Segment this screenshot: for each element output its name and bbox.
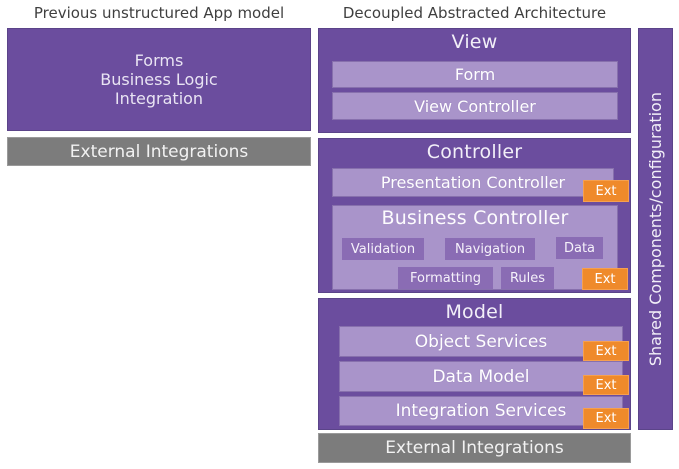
controller-section-header: Controller xyxy=(426,141,523,163)
data-model-row: Data Model xyxy=(339,361,623,392)
controller-section: Controller Presentation Controller Ext B… xyxy=(318,138,631,293)
legacy-app-line-integration: Integration xyxy=(114,89,204,108)
ext-badge-data-model: Ext xyxy=(583,375,629,395)
right-column-title: Decoupled Abstracted Architecture xyxy=(342,4,607,22)
object-services-row: Object Services xyxy=(339,326,623,357)
form-row: Form xyxy=(332,61,618,88)
presentation-controller-row: Presentation Controller xyxy=(332,168,614,197)
model-section-header: Model xyxy=(445,301,504,323)
ext-badge-object-services: Ext xyxy=(583,341,629,361)
left-external-integrations-bar: External Integrations xyxy=(7,137,311,166)
chip-validation: Validation xyxy=(342,238,424,260)
left-column-title: Previous unstructured App model xyxy=(33,4,285,22)
right-external-integrations-bar: External Integrations xyxy=(318,433,631,463)
view-section: View Form View Controller xyxy=(318,28,631,133)
legacy-app-line-forms: Forms xyxy=(134,51,184,70)
chip-data: Data xyxy=(556,237,603,259)
model-section: Model Object Services Ext Data Model Ext… xyxy=(318,298,631,430)
view-section-header: View xyxy=(451,31,498,53)
chip-formatting: Formatting xyxy=(398,267,493,289)
integration-services-row: Integration Services xyxy=(339,396,623,426)
business-controller-header: Business Controller xyxy=(381,207,569,229)
legacy-app-line-business-logic: Business Logic xyxy=(100,70,218,89)
ext-badge-business-controller: Ext xyxy=(582,268,628,290)
shared-components-label: Shared Components/configuration xyxy=(646,91,665,367)
ext-badge-presentation-controller: Ext xyxy=(583,180,629,202)
view-controller-row: View Controller xyxy=(332,92,618,120)
business-controller-box: Business Controller Validation Navigatio… xyxy=(332,205,628,290)
shared-components-sidebar: Shared Components/configuration xyxy=(638,28,673,430)
ext-badge-integration-services: Ext xyxy=(583,408,629,429)
legacy-app-box: Forms Business Logic Integration xyxy=(7,28,311,131)
chip-rules: Rules xyxy=(501,267,554,289)
chip-navigation: Navigation xyxy=(445,238,535,260)
